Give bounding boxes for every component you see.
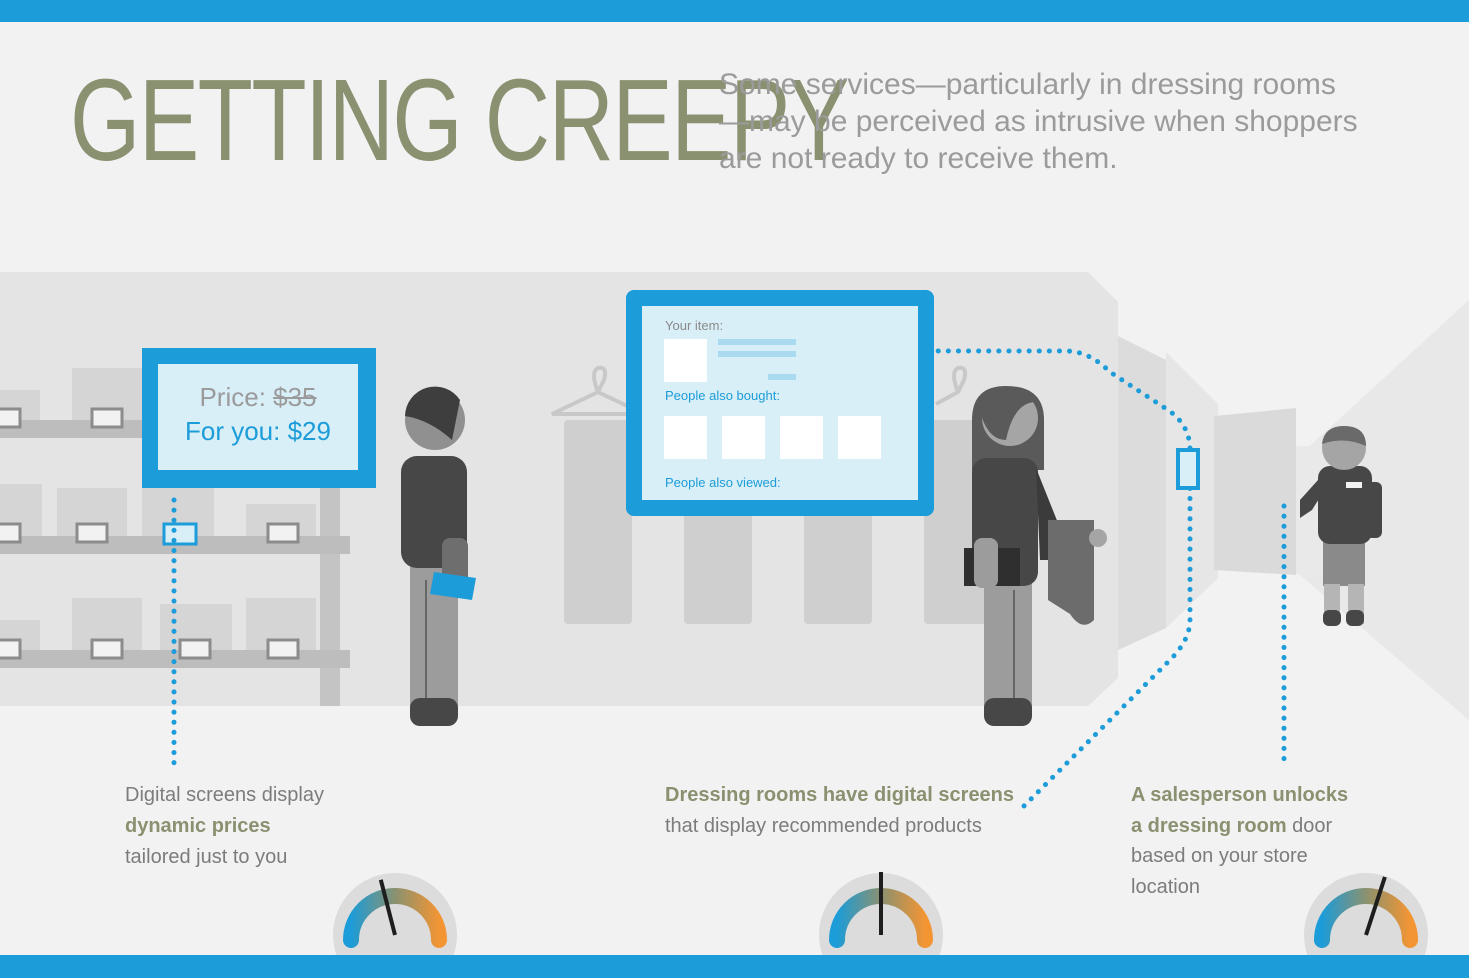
shelving-unit <box>0 368 350 706</box>
salesperson <box>1300 426 1382 626</box>
door-lock-screen <box>1176 448 1200 490</box>
shopper-woman <box>964 386 1107 726</box>
caption-line: that display recommended products <box>665 815 982 837</box>
old-price: $35 <box>273 382 317 412</box>
caption-highlight: dynamic prices <box>125 815 271 837</box>
caption-salesperson-unlock: A salesperson unlocks a dressing room do… <box>1131 780 1361 902</box>
dressing-room-corridor <box>1118 336 1166 650</box>
gauge-needle <box>1364 876 1387 936</box>
caption-line: location <box>1131 875 1200 898</box>
creepiness-gauge-prices-icon <box>333 873 457 978</box>
caption-line: door <box>1286 814 1333 837</box>
price-label: Price: <box>199 382 274 412</box>
price-sign-text: Price: $35 For you: $29 <box>158 380 358 448</box>
top-bar <box>0 0 1469 22</box>
creepiness-gauge-screens-icon <box>819 872 943 978</box>
creepiness-gauge-unlock-icon <box>1304 873 1428 978</box>
caption-line: tailored just to you <box>125 846 288 868</box>
shopper-man <box>401 386 476 726</box>
caption-highlight: Dressing rooms have digital screens <box>665 784 1015 806</box>
caption-dressing-room-screens: Dressing rooms have digital screens that… <box>665 780 1025 842</box>
caption-line: Digital screens display <box>125 784 324 806</box>
gauge-needle <box>378 879 397 936</box>
page-subtitle: Some services—particularly in dressing r… <box>719 68 1358 175</box>
bottom-bar <box>0 955 1469 978</box>
dressing-room-door <box>1214 408 1296 575</box>
shelf-price-tag <box>162 522 198 546</box>
caption-highlight: a dressing room <box>1131 814 1287 837</box>
personal-price: For you: $29 <box>185 416 331 446</box>
page-title: GETTING CREEPY <box>70 55 849 185</box>
also-viewed-label: People also viewed: <box>665 475 781 490</box>
your-item-label: Your item: <box>665 318 724 333</box>
also-bought-label: People also bought: <box>665 388 780 403</box>
caption-line: based on your store <box>1131 845 1308 867</box>
caption-dynamic-prices: Digital screens display dynamic prices t… <box>125 780 425 873</box>
hanger-icon <box>551 365 968 416</box>
caption-highlight: A salesperson unlocks <box>1131 784 1349 806</box>
